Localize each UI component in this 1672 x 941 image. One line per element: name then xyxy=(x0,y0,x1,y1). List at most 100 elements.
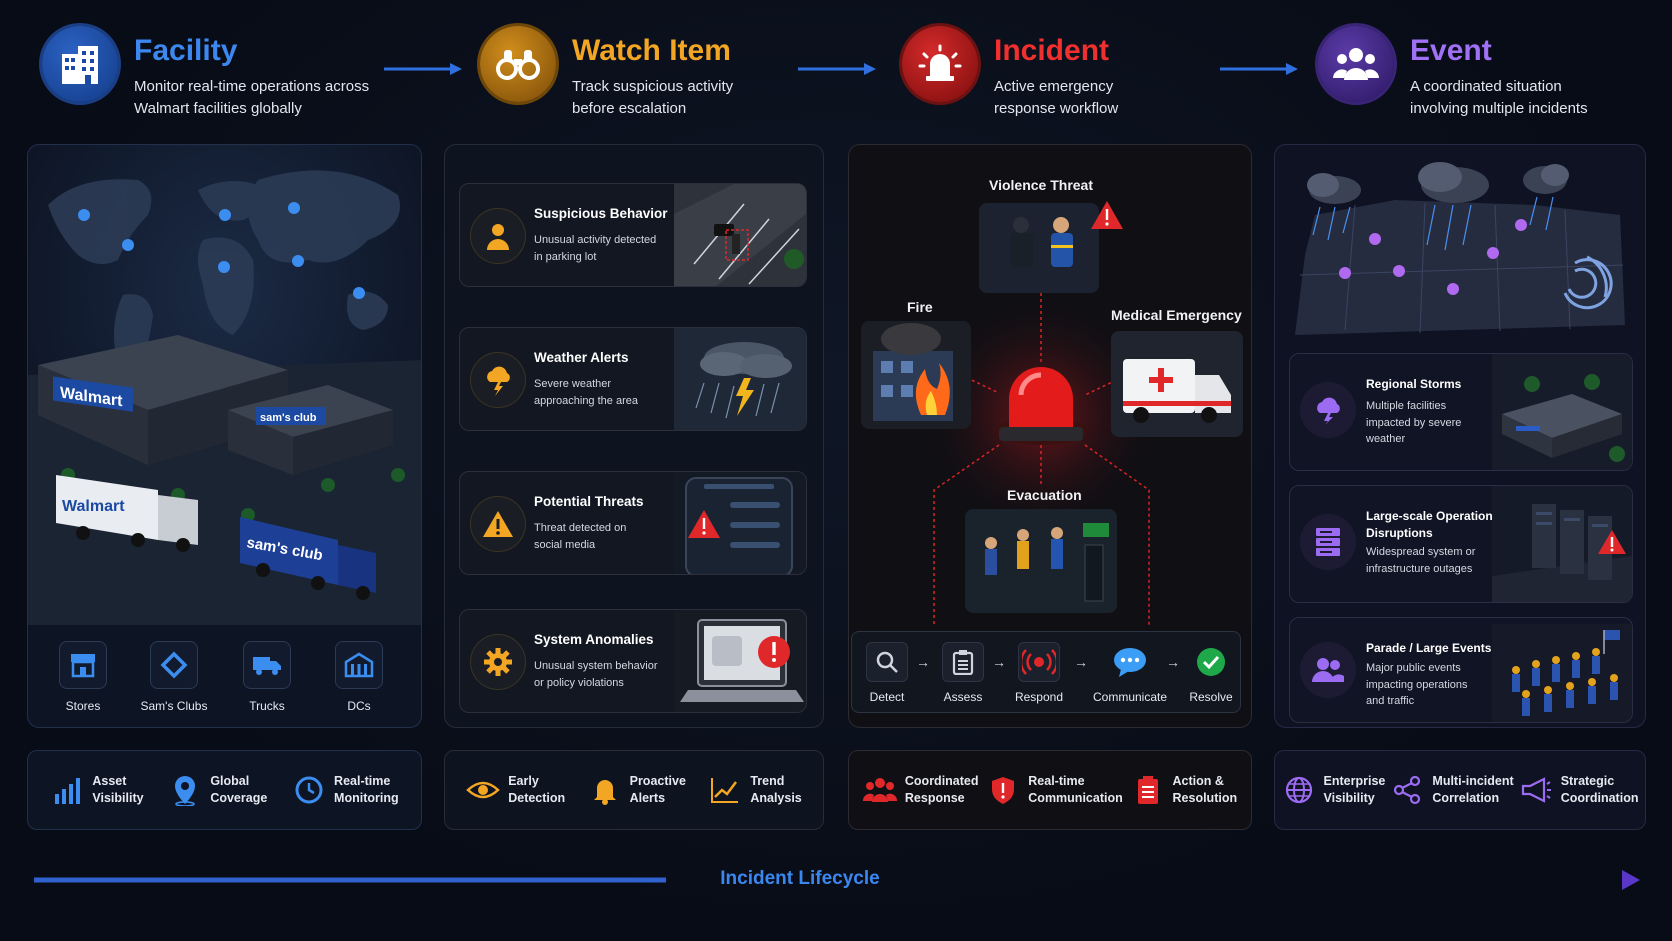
watch-panel: Suspicious Behavior Unusual activity det… xyxy=(444,144,824,728)
storm-cloud-icon xyxy=(470,352,526,408)
truck-icon xyxy=(243,641,291,689)
location-pin-icon xyxy=(78,202,365,299)
step-resolve[interactable]: Resolve xyxy=(1178,642,1244,704)
lifecycle-timeline xyxy=(34,870,1640,890)
event-title: Event xyxy=(1410,34,1492,67)
feature-multi-incident-correlation: Multi-incident Correlation xyxy=(1390,773,1514,807)
feature-coordinated-response: Coordinated Response xyxy=(862,773,979,807)
feature-label: Early Detection xyxy=(508,774,566,805)
feature-label: Real-time Communication xyxy=(1028,774,1123,805)
card-title: Weather Alerts xyxy=(534,350,629,365)
event-features: Enterprise Visibility Multi-incident Cor… xyxy=(1274,750,1646,830)
storm-image xyxy=(674,328,806,430)
card-desc: Major public events impacting operations… xyxy=(1366,662,1468,707)
response-workflow: Detect → Assess → Respond → Communicate … xyxy=(851,631,1241,713)
broadcast-icon xyxy=(1018,642,1060,682)
step-label: Assess xyxy=(943,690,983,704)
feature-label: Asset Visibility xyxy=(92,774,144,805)
facility-type-trucks[interactable]: Trucks xyxy=(222,641,312,713)
clipboard-icon xyxy=(942,642,984,682)
incident-header: Incident Active emergency response workf… xyxy=(902,26,1202,122)
feature-label: Enterprise Visibility xyxy=(1323,774,1386,805)
facility-type-label: Sam's Clubs xyxy=(140,699,208,713)
facility-title: Facility xyxy=(134,34,238,67)
trend-icon xyxy=(708,773,742,807)
facility-scene: Walmart sam's club Walmart sam's club xyxy=(28,145,421,625)
network-icon xyxy=(1390,773,1424,807)
server-icon xyxy=(1300,514,1356,570)
label-violence-threat: Violence Threat xyxy=(989,177,1094,193)
feature-label: Global Coverage xyxy=(210,774,268,805)
step-communicate[interactable]: Communicate xyxy=(1088,642,1172,704)
step-arrow: → xyxy=(916,654,930,670)
step-respond[interactable]: Respond xyxy=(1004,642,1074,704)
facility-desc: Monitor real-time operations across Walm… xyxy=(134,78,370,117)
feature-enterprise-visibility: Enterprise Visibility xyxy=(1282,773,1386,807)
flow-arrow xyxy=(1220,63,1298,75)
check-icon xyxy=(1190,642,1232,682)
chat-icon xyxy=(1109,642,1151,682)
feature-realtime-communication: Real-time Communication xyxy=(986,773,1123,807)
burning-building xyxy=(873,323,953,421)
bell-icon xyxy=(588,773,622,807)
facility-type-sams[interactable]: Sam's Clubs xyxy=(129,641,219,713)
people-figures xyxy=(1011,217,1073,267)
facility-header: Facility Monitor real-time operations ac… xyxy=(42,26,372,122)
step-detect[interactable]: Detect xyxy=(852,642,922,704)
card-desc: Unusual activity detected in parking lot xyxy=(534,234,657,263)
step-arrow: → xyxy=(992,654,1006,670)
facility-type-stores[interactable]: Stores xyxy=(38,641,128,713)
location-pin-icon xyxy=(1339,219,1527,295)
card-title: Potential Threats xyxy=(534,494,644,509)
watch-card-threats[interactable]: Potential Threats Threat detected on soc… xyxy=(459,471,807,575)
crowd-image xyxy=(1492,624,1632,722)
watch-header: Watch Item Track suspicious activity bef… xyxy=(480,26,780,122)
feature-label: Strategic Coordination xyxy=(1560,774,1639,805)
social-media-image xyxy=(674,472,806,574)
team-icon xyxy=(862,773,897,807)
globe-icon xyxy=(1282,773,1316,807)
card-title: Parade / Large Events xyxy=(1366,641,1492,655)
eye-icon xyxy=(466,773,501,807)
facility-type-label: DCs xyxy=(347,699,371,713)
feature-realtime-monitoring: Real-time Monitoring xyxy=(292,773,399,807)
person-icon xyxy=(470,208,526,264)
feature-strategic-coordination: Strategic Coordination xyxy=(1519,773,1639,807)
watch-card-suspicious[interactable]: Suspicious Behavior Unusual activity det… xyxy=(459,183,807,287)
store-icon xyxy=(59,641,107,689)
feature-label: Coordinated Response xyxy=(904,774,979,805)
facility-type-label: Stores xyxy=(65,699,101,713)
card-desc: Widespread system or infrastructure outa… xyxy=(1366,546,1476,575)
step-assess[interactable]: Assess xyxy=(928,642,998,704)
event-card-parade[interactable]: Parade / Large Events Major public event… xyxy=(1289,617,1633,723)
label-fire: Fire xyxy=(907,299,933,315)
event-card-disruptions[interactable]: Large-scale Operational Disruptions Wide… xyxy=(1289,485,1633,603)
diamond-icon xyxy=(150,641,198,689)
facility-type-dcs[interactable]: DCs xyxy=(314,641,404,713)
search-icon xyxy=(866,642,908,682)
incident-features: Coordinated Response Real-time Communica… xyxy=(848,750,1252,830)
feature-label: Proactive Alerts xyxy=(629,774,686,805)
feature-action-resolution: Action & Resolution xyxy=(1131,773,1238,807)
lifecycle-label: Incident Lifecycle xyxy=(720,868,880,889)
feature-label: Trend Analysis xyxy=(750,774,802,805)
feature-label: Action & Resolution xyxy=(1172,774,1238,805)
card-desc: Threat detected on social media xyxy=(534,522,627,551)
label-evacuation: Evacuation xyxy=(1007,487,1082,503)
group-icon xyxy=(1300,642,1356,698)
feature-label: Multi-incident Correlation xyxy=(1432,774,1514,805)
label-medical: Medical Emergency xyxy=(1111,307,1242,323)
datacenter-image xyxy=(1492,486,1632,602)
card-title: System Anomalies xyxy=(534,632,654,647)
bar-chart-icon xyxy=(50,773,84,807)
watch-card-anomalies[interactable]: System Anomalies Unusual system behavior… xyxy=(459,609,807,713)
watch-card-weather[interactable]: Weather Alerts Severe weather approachin… xyxy=(459,327,807,431)
feature-asset-visibility: Asset Visibility xyxy=(50,773,144,807)
parking-lot-image xyxy=(674,184,806,286)
step-label: Communicate xyxy=(1092,690,1168,704)
facility-panel: Walmart sam's club Walmart sam's club St… xyxy=(27,144,422,728)
event-card-storms[interactable]: Regional Storms Multiple facilities impa… xyxy=(1289,353,1633,471)
group-icon xyxy=(1318,26,1394,102)
megaphone-icon xyxy=(1519,773,1553,807)
